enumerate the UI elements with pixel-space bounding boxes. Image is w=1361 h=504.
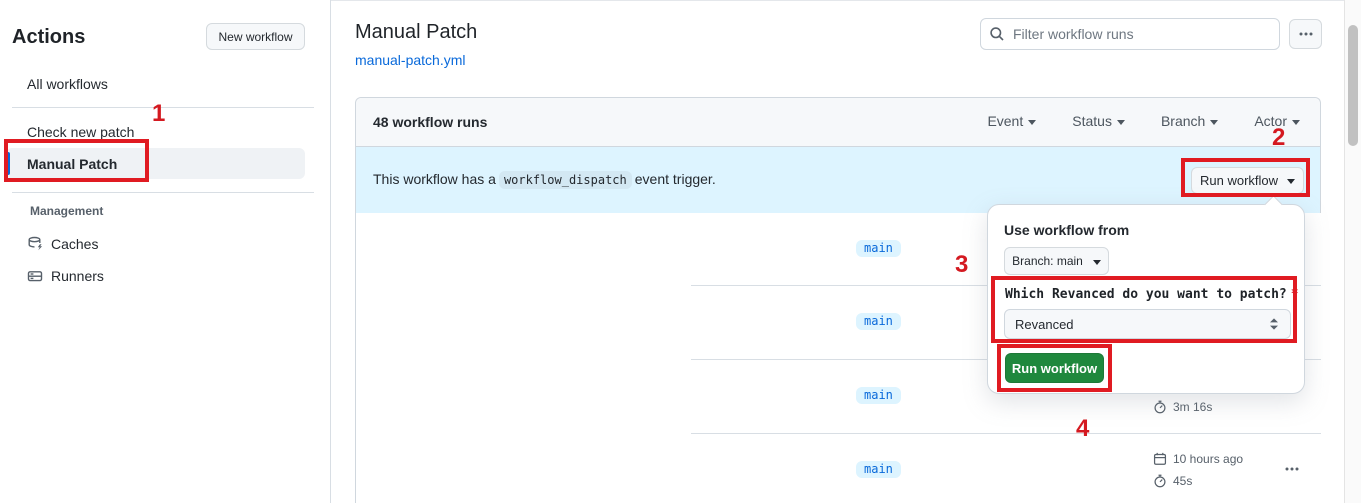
run-started-time: 10 hours ago [1153, 452, 1243, 466]
revanced-select-value: Revanced [1015, 316, 1074, 332]
branch-badge[interactable]: main [856, 461, 901, 478]
workflow-dispatch-code: workflow_dispatch [498, 171, 632, 189]
kebab-horizontal-icon [1285, 467, 1299, 471]
run-duration: 45s [1153, 474, 1192, 488]
selected-accent-bar [6, 152, 10, 175]
search-icon [990, 27, 1004, 41]
calendar-icon [1153, 452, 1167, 465]
row-divider [691, 433, 1321, 434]
run-workflow-dialog: Use workflow from Branch: main Which Rev… [987, 195, 1305, 394]
sidebar-item-runners-label: Runners [51, 268, 104, 284]
sidebar-item-runners[interactable]: Runners [27, 268, 104, 284]
page-scrollbar-thumb[interactable] [1348, 25, 1358, 146]
sidebar-main-divider [330, 0, 331, 503]
filter-workflow-runs-input[interactable] [1013, 26, 1271, 42]
kebab-horizontal-icon [1299, 32, 1312, 36]
workflow-input-label: Which Revanced do you want to patch?* [1005, 287, 1299, 302]
filter-branch-dropdown[interactable]: Branch [1161, 113, 1219, 129]
run-options-kebab-button[interactable] [1277, 457, 1307, 481]
filter-workflow-runs-box [980, 18, 1280, 50]
stopwatch-icon [1154, 474, 1166, 488]
sidebar-item-caches[interactable]: Caches [27, 236, 98, 252]
required-marker: * [1290, 287, 1299, 302]
filter-actor-dropdown[interactable]: Actor [1254, 113, 1300, 129]
annotation-number-2: 2 [1272, 124, 1286, 151]
sidebar-item-manual-patch-label[interactable]: Manual Patch [27, 156, 118, 172]
sidebar-item-all-workflows[interactable]: All workflows [27, 76, 108, 92]
chevron-down-icon [1092, 259, 1101, 265]
runs-filter-bar: Event Status Branch Actor [987, 113, 1300, 129]
run-workflow-submit-button[interactable]: Run workflow [1005, 353, 1104, 383]
sidebar-item-manual-patch[interactable] [6, 148, 305, 179]
sidebar-title: Actions [12, 26, 86, 48]
new-workflow-button[interactable]: New workflow [206, 23, 305, 50]
chevron-down-icon [1292, 119, 1300, 125]
sidebar-divider [12, 107, 314, 108]
sidebar-item-caches-label: Caches [51, 236, 99, 252]
branch-badge[interactable]: main [856, 313, 901, 330]
page-scrollbar-track[interactable] [1344, 0, 1361, 503]
stopwatch-icon [1154, 400, 1166, 414]
run-workflow-dropdown-button[interactable]: Run workflow [1191, 167, 1304, 194]
workflow-file-link[interactable]: manual-patch.yml [355, 52, 466, 68]
annotation-number-1: 1 [152, 100, 166, 127]
chevron-down-icon [1116, 119, 1125, 125]
runs-list-header: 48 workflow runs Event Status Branch Act… [356, 98, 1320, 147]
sidebar-divider [12, 192, 314, 193]
management-section-label: Management [30, 204, 104, 218]
chevron-down-icon [1287, 179, 1296, 184]
branch-selector-button[interactable]: Branch: main [1004, 247, 1109, 275]
annotation-number-3: 3 [955, 251, 969, 278]
branch-badge[interactable]: main [856, 240, 901, 257]
filter-status-dropdown[interactable]: Status [1072, 113, 1125, 129]
chevron-down-icon [1028, 119, 1037, 125]
workflow-options-kebab-button[interactable] [1289, 19, 1322, 49]
sidebar-item-check-new-patch[interactable]: Check new patch [27, 124, 135, 140]
filter-event-dropdown[interactable]: Event [987, 113, 1037, 129]
annotation-number-4: 4 [1076, 415, 1090, 442]
workflow-run-row: main 10 hours ago 45s [356, 433, 1322, 504]
branch-badge[interactable]: main [856, 387, 901, 404]
workflow-runs-count: 48 workflow runs [373, 114, 488, 130]
top-divider [0, 0, 1361, 1]
triangle-up-down-icon [1270, 318, 1278, 330]
chevron-down-icon [1210, 119, 1219, 125]
dialog-heading: Use workflow from [1004, 222, 1130, 238]
page-title: Manual Patch [355, 21, 478, 43]
workflows-sidebar: Actions New workflow All workflows Check… [0, 0, 330, 503]
run-duration: 3m 16s [1153, 400, 1212, 414]
revanced-select[interactable]: Revanced [1004, 309, 1291, 339]
runners-icon [27, 271, 43, 282]
database-icon [28, 236, 43, 251]
